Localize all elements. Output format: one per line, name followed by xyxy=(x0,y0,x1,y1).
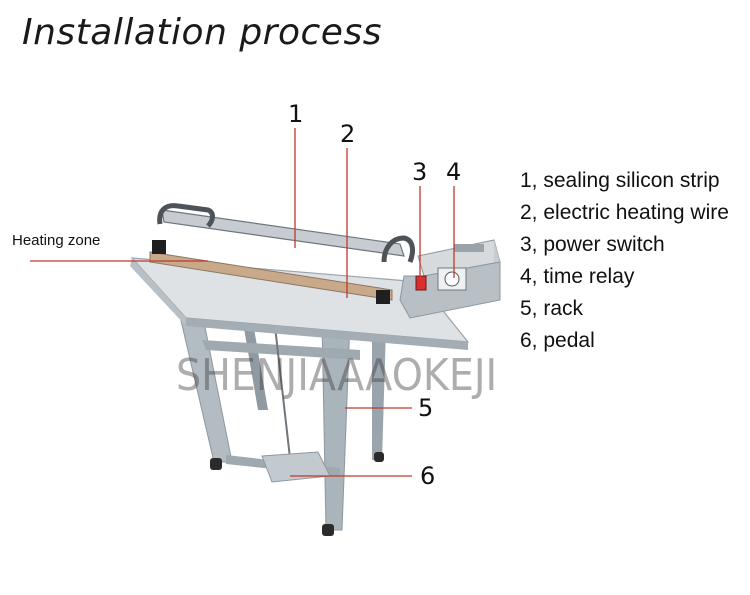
legend-item: 2, electric heating wire xyxy=(520,201,729,224)
callout-number-4: 4 xyxy=(446,158,462,186)
parts-legend: 1, sealing silicon strip 2, electric hea… xyxy=(520,165,729,357)
rack-rear-right-leg xyxy=(372,328,386,460)
legend-item: 3, power switch xyxy=(520,233,665,256)
heating-zone-label: Heating zone xyxy=(12,232,101,249)
callout-number-3: 3 xyxy=(412,158,428,186)
wheel-left xyxy=(210,458,222,470)
table-front-edge xyxy=(186,318,468,350)
pedal xyxy=(261,451,331,483)
callout-number-5: 5 xyxy=(418,394,434,422)
callout-number-6: 6 xyxy=(420,462,436,490)
callout-number-2: 2 xyxy=(340,120,356,148)
sealing-bar-base xyxy=(149,251,393,301)
watermark: SHENJIAAAOKEJI xyxy=(176,350,498,401)
vent-slots xyxy=(454,244,484,252)
legend-item: 5, rack xyxy=(520,297,584,320)
legend-item: 1, sealing silicon strip xyxy=(520,169,720,192)
legend-item: 6, pedal xyxy=(520,329,595,352)
clamp-left xyxy=(152,240,166,254)
rack-back-leg xyxy=(240,305,268,410)
table-top-edge xyxy=(130,258,186,326)
arm-handle xyxy=(157,203,215,228)
page-title: Installation process xyxy=(22,12,382,53)
power-switch xyxy=(415,275,427,291)
arm-handle-right xyxy=(381,235,415,263)
wheel-right xyxy=(322,524,334,536)
wheel-rear xyxy=(374,452,384,462)
callout-number-1: 1 xyxy=(288,100,304,128)
rack-crossbar xyxy=(202,340,360,360)
time-relay-knob xyxy=(444,271,460,287)
legend-item: 4, time relay xyxy=(520,265,635,288)
clamp-right xyxy=(376,290,390,304)
sealing-arm xyxy=(161,209,405,257)
